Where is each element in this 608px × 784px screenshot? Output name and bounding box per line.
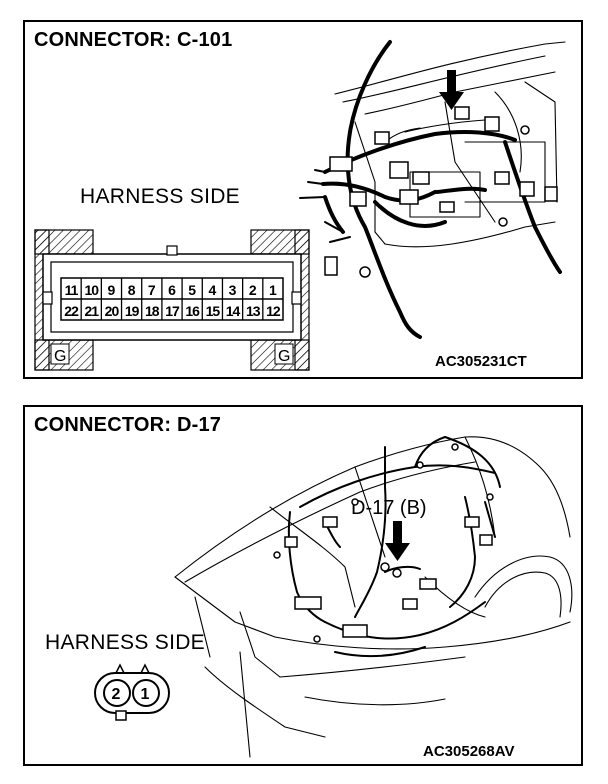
pin-number: 1 <box>141 686 150 703</box>
ground-left-label: G <box>54 348 66 365</box>
pin-number: 2 <box>112 686 121 703</box>
harness-side-label: HARNESS SIDE <box>45 631 205 654</box>
pin-number: 15 <box>206 303 221 319</box>
pin-number: 3 <box>229 282 237 298</box>
pin-number: 22 <box>64 303 79 319</box>
pin-number: 18 <box>145 303 160 319</box>
location-arrow-icon <box>439 70 464 110</box>
pin-number: 11 <box>65 282 79 298</box>
car-harness-illustration: 2 1 <box>94 436 573 758</box>
pin-number: 12 <box>266 303 281 319</box>
pin-number: 17 <box>165 303 180 319</box>
pin-number: 16 <box>185 303 200 319</box>
diagram-code: AC305268AV <box>423 743 515 760</box>
connector-c101-panel: CONNECTOR: C-101 HARNESS SIDE AC305231CT <box>23 20 583 379</box>
pin-number: 21 <box>84 303 99 319</box>
pin-number: 13 <box>246 303 261 319</box>
pin-number: 9 <box>108 282 116 298</box>
pin-number: 5 <box>188 282 196 298</box>
panel-title: CONNECTOR: C-101 <box>34 29 233 51</box>
pin-number: 1 <box>269 282 277 298</box>
pin-number: 10 <box>84 282 99 298</box>
harness-side-label: HARNESS SIDE <box>80 185 240 208</box>
pin-number: 14 <box>226 303 241 319</box>
diagram-code: AC305231CT <box>435 353 527 370</box>
pin-number: 4 <box>208 282 216 298</box>
location-label: D-17 (B) <box>351 497 427 519</box>
pin-number: 7 <box>148 282 156 298</box>
dashboard-harness-illustration <box>299 40 566 339</box>
connector-d17-panel: CONNECTOR: D-17 HARNESS SIDE AC305268AV … <box>23 405 583 766</box>
pin-number: 2 <box>249 282 257 298</box>
ground-right-label: G <box>278 348 290 365</box>
pin-number: 19 <box>125 303 140 319</box>
connector-d17-face: 2 1 <box>94 663 170 721</box>
panel-title: CONNECTOR: D-17 <box>34 414 222 436</box>
pin-number: 6 <box>168 282 176 298</box>
pin-number: 8 <box>128 282 136 298</box>
pin-number: 20 <box>105 303 120 319</box>
location-arrow-icon <box>385 521 410 561</box>
